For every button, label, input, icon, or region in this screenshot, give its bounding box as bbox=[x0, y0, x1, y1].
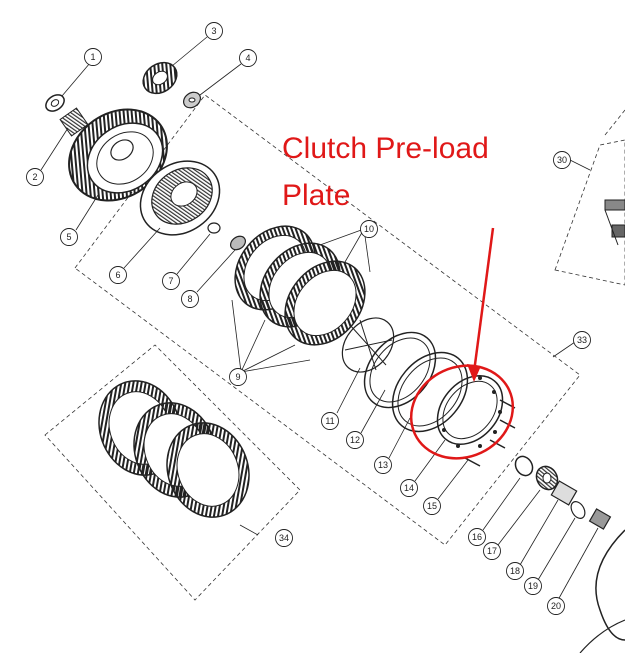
part-label: 30 bbox=[553, 151, 571, 169]
svg-text:14: 14 bbox=[404, 483, 414, 493]
part-label: 19 bbox=[524, 577, 542, 595]
nut-part-4 bbox=[183, 91, 201, 109]
pressure-plate-part-13 bbox=[391, 351, 469, 433]
part-label: 6 bbox=[109, 266, 127, 284]
svg-text:1: 1 bbox=[90, 52, 95, 62]
svg-text:33: 33 bbox=[577, 335, 587, 345]
part-label: 11 bbox=[321, 412, 339, 430]
part-label: 10 bbox=[360, 220, 378, 238]
svg-text:34: 34 bbox=[279, 533, 289, 543]
svg-text:3: 3 bbox=[211, 26, 216, 36]
diaphragm-spring-part-11 bbox=[341, 317, 395, 373]
clutch-basket-part-5 bbox=[68, 108, 168, 202]
group-boundary-30-top bbox=[604, 109, 625, 136]
part-label: 5 bbox=[60, 228, 78, 246]
annotation-arrow-line bbox=[472, 227, 495, 373]
nut-part-8 bbox=[229, 235, 247, 251]
svg-text:13: 13 bbox=[378, 460, 388, 470]
svg-text:19: 19 bbox=[528, 581, 538, 591]
cover-outline bbox=[595, 529, 625, 641]
group-boundary-34 bbox=[44, 344, 301, 601]
svg-text:11: 11 bbox=[325, 416, 334, 426]
leader-lines bbox=[40, 36, 599, 601]
annotation-highlight-circle bbox=[409, 364, 515, 460]
spare-plate-pack-34 bbox=[98, 380, 250, 518]
washer-part-1 bbox=[45, 94, 65, 112]
washer-part-7 bbox=[207, 222, 221, 234]
fitting-part-20 bbox=[588, 508, 612, 530]
oring-part-19 bbox=[570, 501, 586, 519]
part-label: 4 bbox=[239, 49, 257, 67]
part-label: 3 bbox=[205, 22, 223, 40]
svg-text:2: 2 bbox=[32, 172, 37, 182]
svg-text:18: 18 bbox=[510, 566, 520, 576]
part-label: 18 bbox=[506, 562, 524, 580]
part-label: 9 bbox=[229, 368, 247, 386]
svg-text:9: 9 bbox=[235, 372, 240, 382]
gear-part-3 bbox=[142, 61, 178, 95]
part-label: 12 bbox=[346, 431, 364, 449]
svg-text:17: 17 bbox=[487, 546, 497, 556]
clutch-plate-pack bbox=[234, 225, 366, 346]
assembly-part-30 bbox=[604, 199, 625, 246]
svg-text:30: 30 bbox=[557, 155, 567, 165]
part-label: 7 bbox=[162, 272, 180, 290]
svg-text:12: 12 bbox=[350, 435, 360, 445]
part-label: 2 bbox=[26, 168, 44, 186]
part-label: 8 bbox=[181, 290, 199, 308]
annotation-callout: Clutch Pre-load Plate bbox=[282, 132, 515, 460]
cover-outline-lower bbox=[579, 619, 625, 653]
bearing-part-17 bbox=[535, 465, 559, 491]
svg-text:5: 5 bbox=[66, 232, 71, 242]
part-number-labels: 1 2 3 4 5 6 7 8 9 10 11 12 13 14 15 16 1… bbox=[26, 22, 591, 615]
part-label: 13 bbox=[374, 456, 392, 474]
part-label: 20 bbox=[547, 597, 565, 615]
part-label: 14 bbox=[400, 479, 418, 497]
annotation-line-1: Clutch Pre-load bbox=[282, 132, 489, 165]
washer-part-16 bbox=[514, 455, 534, 477]
part-label: 17 bbox=[483, 542, 501, 560]
preload-plate-part-14 bbox=[436, 375, 504, 448]
annotation-line-2: Plate bbox=[282, 179, 350, 212]
part-label: 15 bbox=[423, 497, 441, 515]
svg-text:4: 4 bbox=[245, 53, 250, 63]
svg-text:10: 10 bbox=[364, 224, 374, 234]
svg-text:6: 6 bbox=[115, 270, 120, 280]
part-label: 34 bbox=[275, 529, 293, 547]
part-label: 16 bbox=[468, 528, 486, 546]
svg-text:16: 16 bbox=[472, 532, 482, 542]
ring-part-12 bbox=[363, 331, 437, 409]
svg-text:8: 8 bbox=[187, 294, 192, 304]
svg-text:15: 15 bbox=[427, 501, 437, 511]
svg-text:7: 7 bbox=[168, 276, 173, 286]
svg-text:20: 20 bbox=[551, 601, 561, 611]
clutch-hub-part-6 bbox=[139, 160, 221, 236]
part-label: 33 bbox=[573, 331, 591, 349]
annotation-arrow-head bbox=[467, 364, 481, 382]
sleeve-part-18 bbox=[550, 480, 578, 506]
part-label: 1 bbox=[84, 48, 102, 66]
